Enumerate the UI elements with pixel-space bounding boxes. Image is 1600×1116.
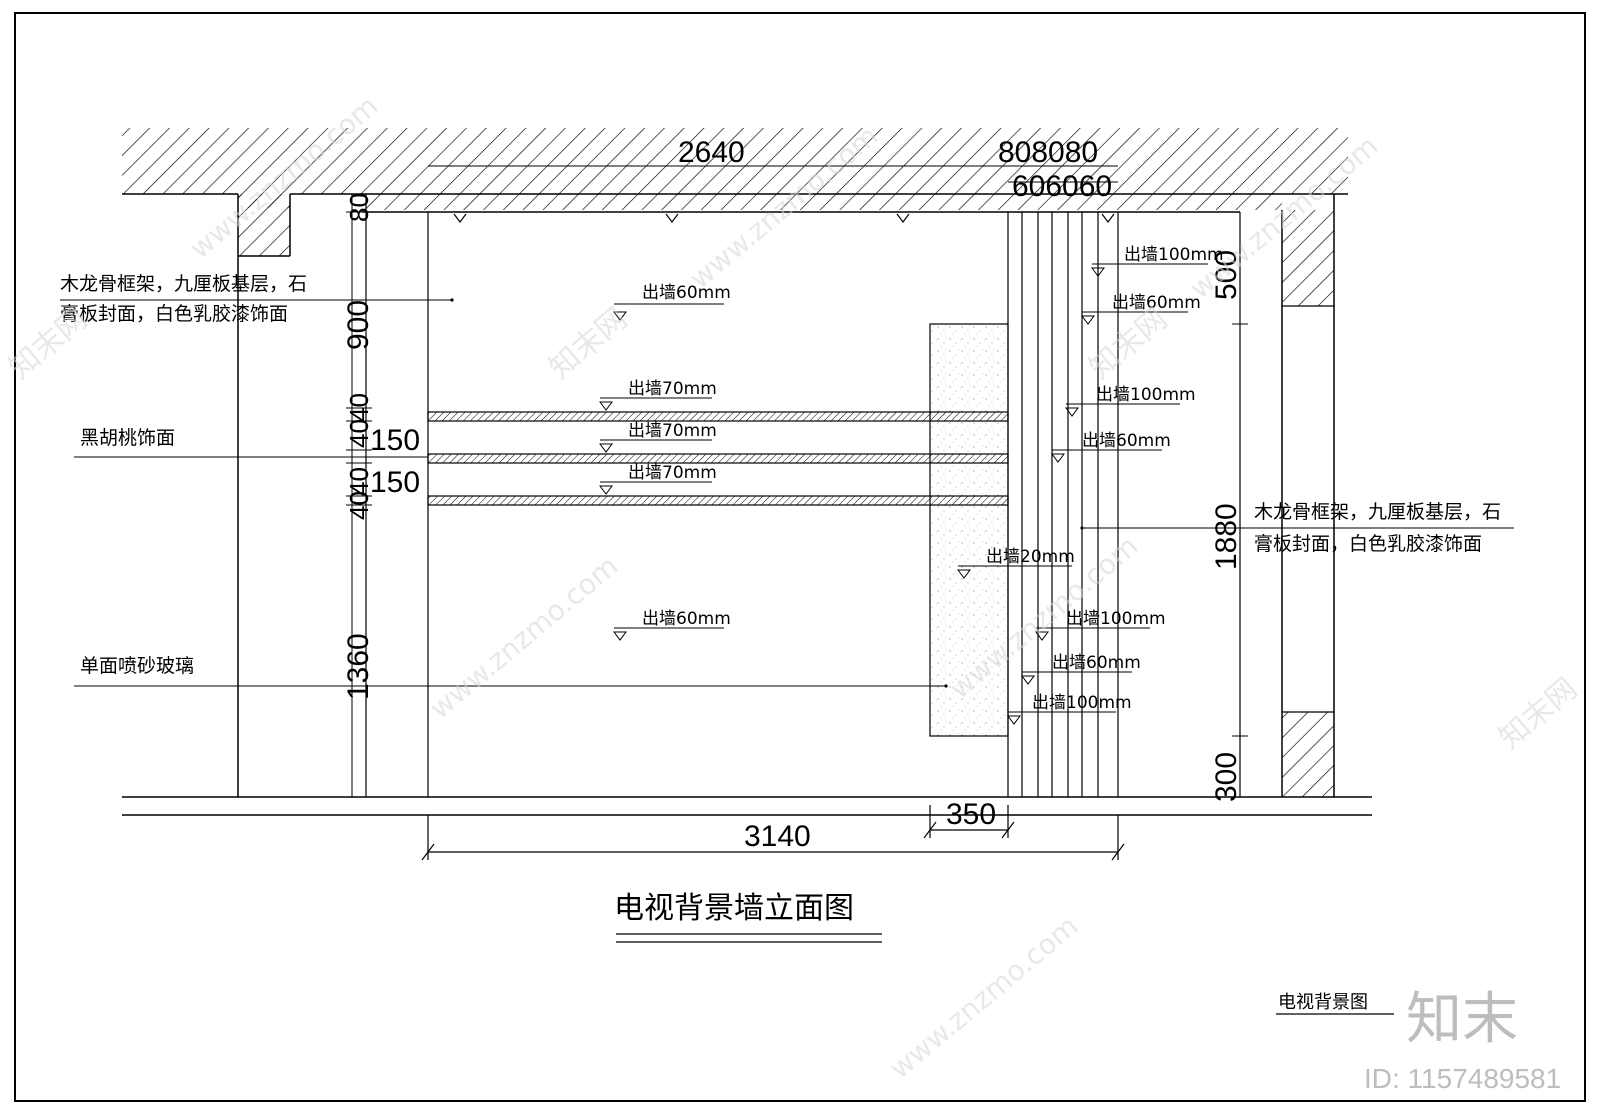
left-column xyxy=(237,194,291,797)
callout-text: 木龙骨框架，九厘板基层，石 xyxy=(1254,501,1501,523)
top-dimension-line xyxy=(428,165,1118,183)
projection-text: 出墙70mm xyxy=(628,421,717,441)
dim-text: 900 xyxy=(342,300,375,350)
projection-labels xyxy=(599,263,1208,725)
projection-text: 出墙60mm xyxy=(642,609,731,629)
left-dimensions: 80 900 40 40 40 40 150 150 1360 xyxy=(342,193,420,700)
watermark-text: www.znzmo.com xyxy=(883,909,1084,1085)
dim-text: 350 xyxy=(946,798,996,831)
dim-text: 606060 xyxy=(1012,170,1112,203)
callout-text: 黑胡桃饰面 xyxy=(80,427,175,449)
bottom-dimension-line xyxy=(421,805,1125,861)
downlight-icons xyxy=(453,213,1115,223)
dim-text: 40 xyxy=(344,467,374,496)
dim-text: 150 xyxy=(370,466,420,499)
sheet-label-text: 电视背景图 xyxy=(1278,992,1368,1013)
watermark-text: 知末网 xyxy=(1493,671,1584,756)
dim-text: 150 xyxy=(370,424,420,457)
walnut-shelf xyxy=(427,411,1009,422)
dim-text: 40 xyxy=(344,393,374,422)
projection-texts: 出墙60mm 出墙70mm 出墙70mm 出墙70mm 出墙60mm 出墙100… xyxy=(628,245,1224,713)
callout-left-bottom: 单面喷砂玻璃 xyxy=(74,655,948,688)
projection-text: 出墙100mm xyxy=(1124,245,1224,265)
bottom-dimensions: 3140 350 xyxy=(744,798,996,853)
projection-text: 出墙60mm xyxy=(642,283,731,303)
projection-text: 出墙60mm xyxy=(1082,431,1171,451)
callout-text: 单面喷砂玻璃 xyxy=(80,655,194,677)
walnut-shelves xyxy=(427,411,1009,506)
top-dimensions: 2640 808080 606060 xyxy=(678,136,1112,203)
dim-text: 808080 xyxy=(998,136,1098,169)
floor-line xyxy=(122,796,1372,816)
projection-text: 出墙100mm xyxy=(1096,385,1196,405)
callout-right: 木龙骨框架，九厘板基层，石 膏板封面，白色乳胶漆饰面 xyxy=(1080,501,1514,555)
callout-text: 膏板封面，白色乳胶漆饰面 xyxy=(60,302,288,325)
dim-text: 1880 xyxy=(1210,503,1243,570)
walnut-shelf xyxy=(427,453,1009,464)
dim-text: 3140 xyxy=(744,820,811,853)
projection-text: 出墙70mm xyxy=(628,379,717,399)
projection-text: 出墙100mm xyxy=(1032,693,1132,713)
callout-left-top: 木龙骨框架，九厘板基层，石 膏板封面，白色乳胶漆饰面 xyxy=(60,273,454,325)
right-dimensions: 500 1880 300 xyxy=(1210,250,1243,802)
projection-text: 出墙20mm xyxy=(986,547,1075,567)
watermark-text: 知末网 xyxy=(1083,301,1174,386)
dim-text: 80 xyxy=(344,193,374,222)
sheet-border xyxy=(14,12,1586,1102)
dim-text: 40 xyxy=(344,419,374,448)
dim-text: 40 xyxy=(344,491,374,520)
watermark-text: www.znzmo.com xyxy=(423,549,624,725)
page-title: 电视背景墙立面图 xyxy=(614,891,854,926)
sandblasted-glass-panel xyxy=(929,323,1009,737)
drawing-title: 电视背景墙立面图 xyxy=(614,891,882,943)
callout-text: 木龙骨框架，九厘板基层，石 xyxy=(60,273,307,295)
watermark-text: 知末网 xyxy=(543,301,634,386)
brand-watermark: 知末 ID: 1157489581 xyxy=(1364,987,1561,1094)
right-column xyxy=(1281,194,1335,797)
brand-logo-text: 知末 xyxy=(1406,987,1518,1052)
callout-left-mid: 黑胡桃饰面 xyxy=(74,427,428,458)
watermark-text: 知末网 xyxy=(3,301,94,386)
sheet-label: 电视背景图 xyxy=(1276,992,1394,1015)
projection-text: 出墙70mm xyxy=(628,463,717,483)
projection-text: 出墙100mm xyxy=(1066,609,1166,629)
dim-text: 2640 xyxy=(678,136,745,169)
ceiling-slab xyxy=(122,128,1348,210)
right-dimension-line xyxy=(1232,212,1248,797)
dim-text: 300 xyxy=(1210,752,1243,802)
walnut-shelf xyxy=(427,495,1009,506)
left-dimension-line xyxy=(346,194,372,797)
callout-text: 膏板封面，白色乳胶漆饰面 xyxy=(1254,532,1482,555)
dim-text: 500 xyxy=(1210,250,1243,300)
id-text: ID: 1157489581 xyxy=(1364,1063,1561,1094)
projection-text: 出墙60mm xyxy=(1052,653,1141,673)
dim-text: 1360 xyxy=(342,633,375,700)
projection-text: 出墙60mm xyxy=(1112,293,1201,313)
